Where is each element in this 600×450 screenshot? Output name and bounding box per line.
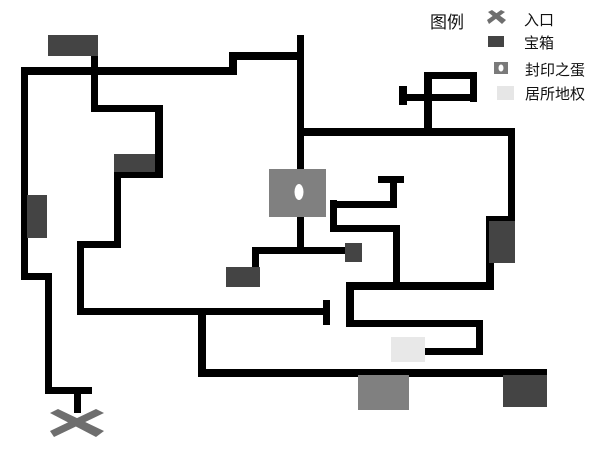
treasure-chest[interactable]	[503, 375, 547, 407]
residence-deed[interactable]	[391, 337, 425, 362]
sealed-egg[interactable]	[269, 169, 326, 217]
legend-entrance-icon	[487, 10, 506, 24]
corridors	[21, 35, 547, 413]
legend-symbols	[487, 10, 514, 100]
legend-treasure-icon	[488, 36, 504, 47]
legend-egg-glyph	[498, 64, 504, 72]
legend-residence-icon	[497, 86, 514, 100]
treasure-chest[interactable]	[489, 221, 515, 263]
treasure-chests	[27, 35, 547, 407]
egg-icon	[294, 184, 304, 200]
entrance-icon[interactable]	[50, 409, 104, 437]
treasure-chest[interactable]	[114, 154, 155, 172]
treasure-chest[interactable]	[27, 195, 47, 238]
gray-room[interactable]	[358, 375, 409, 410]
treasure-chest[interactable]	[226, 267, 260, 287]
treasure-chest[interactable]	[345, 243, 362, 262]
treasure-chest[interactable]	[48, 35, 98, 56]
